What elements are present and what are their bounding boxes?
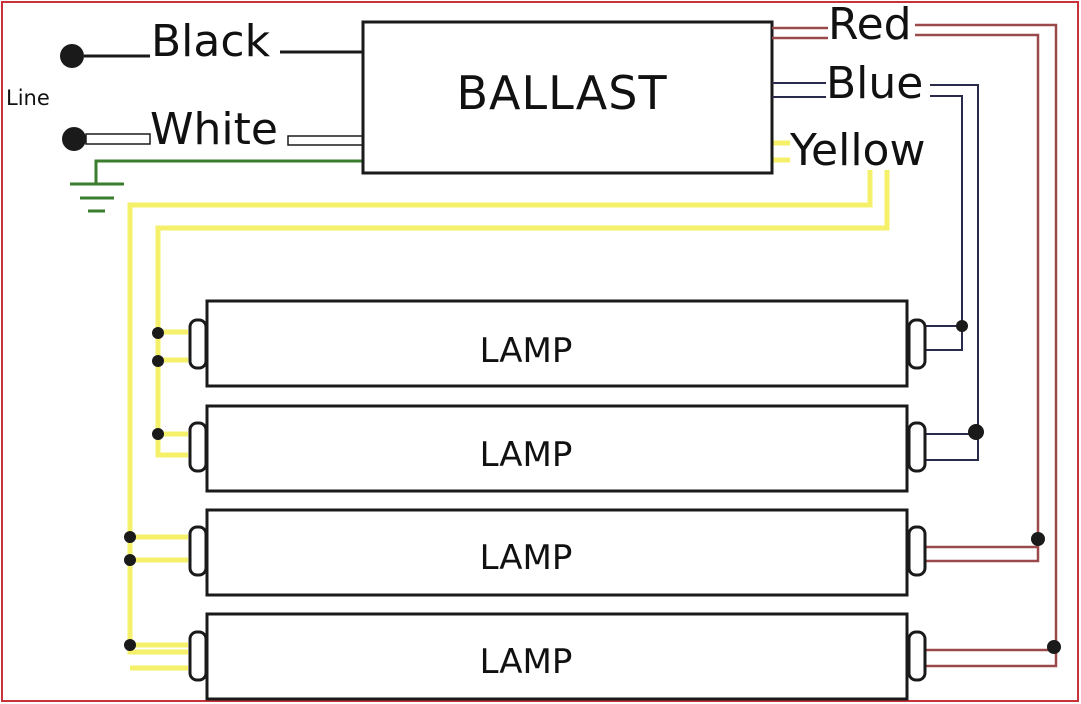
ballast-box: [361, 20, 774, 175]
line-terminals: [60, 44, 86, 151]
blue-wire-label: Blue: [826, 58, 923, 109]
junction-dot: [124, 554, 136, 566]
lamp-3-label: LAMP: [480, 538, 573, 578]
lamp-4-label: LAMP: [480, 642, 573, 682]
junction-dot: [152, 355, 164, 367]
black-wire-label: Black: [151, 16, 271, 67]
line-label: Line: [6, 86, 50, 110]
junction-dot: [1031, 532, 1045, 546]
black-wire: [84, 50, 363, 58]
red-wire-label: Red: [828, 0, 912, 50]
red-wires: [772, 23, 1058, 668]
lamp-1-label: LAMP: [480, 331, 573, 371]
lamp-4: LAMP: [188, 612, 927, 701]
line-terminal-white: [62, 127, 86, 151]
junction-dot: [956, 320, 968, 332]
line-terminal-black: [60, 44, 84, 68]
white-wire-label: White: [150, 104, 278, 155]
junction-dot: [152, 327, 164, 339]
lamp-1: LAMP: [188, 299, 927, 388]
lamp-3: LAMP: [188, 508, 927, 597]
lamp-2-label: LAMP: [480, 435, 573, 475]
ground-wire: [70, 159, 362, 213]
junction-dot: [1047, 640, 1061, 654]
junction-dots: [124, 320, 1061, 654]
junction-dot: [124, 639, 136, 651]
junction-dot: [968, 424, 984, 440]
lamp-2: LAMP: [188, 404, 927, 493]
yellow-wire-label: Yellow: [789, 125, 925, 176]
junction-dot: [152, 428, 164, 440]
ballast-label: BALLAST: [456, 66, 667, 120]
junction-dot: [124, 531, 136, 543]
